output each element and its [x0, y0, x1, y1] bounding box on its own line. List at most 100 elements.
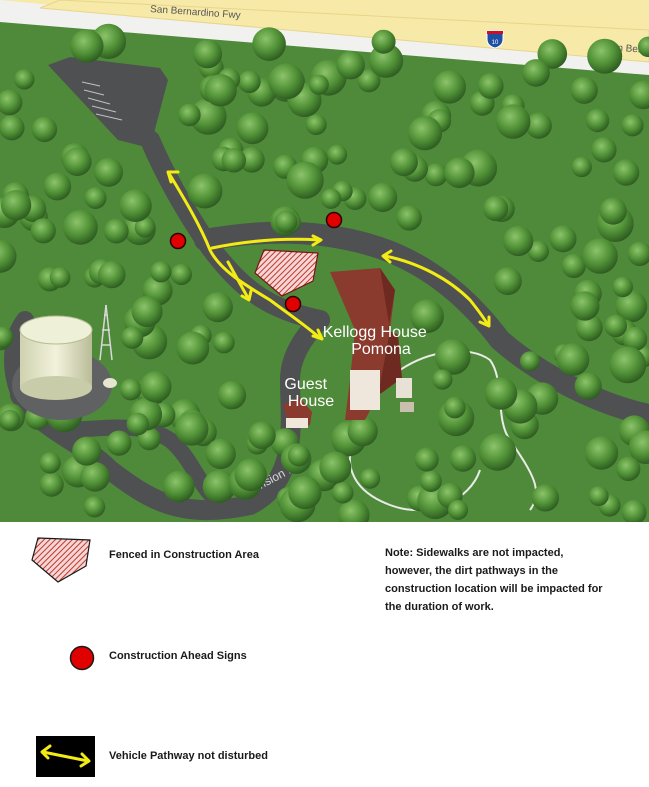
interstate-shield-icon: 10	[486, 30, 504, 49]
tree	[202, 470, 236, 503]
kellogg-house-label: Kellogg House Pomona	[323, 324, 432, 358]
tree	[103, 218, 129, 244]
tree	[49, 267, 71, 288]
tree	[94, 157, 123, 187]
tree	[359, 468, 381, 489]
tree	[420, 470, 442, 492]
tree	[39, 452, 61, 474]
tree	[174, 412, 209, 446]
tree	[30, 218, 56, 244]
tree	[587, 38, 623, 74]
tree	[0, 409, 21, 431]
tree	[134, 216, 156, 238]
tree	[336, 50, 365, 80]
tree	[83, 496, 106, 518]
tree	[204, 74, 237, 107]
tree	[213, 331, 235, 354]
tree	[268, 63, 305, 100]
tree	[305, 114, 327, 136]
tree	[70, 29, 104, 63]
tree	[549, 225, 577, 253]
vehicle-pathway-arrows	[166, 170, 491, 341]
tree	[72, 436, 102, 466]
tree	[591, 137, 617, 163]
legend-signs-label: Construction Ahead Signs	[109, 650, 247, 662]
tree	[193, 39, 223, 69]
tree	[615, 290, 648, 323]
tree	[444, 396, 466, 419]
tree	[407, 116, 443, 151]
tree	[571, 156, 592, 178]
tree	[140, 371, 172, 403]
tree	[448, 499, 468, 520]
tree	[449, 445, 477, 472]
tree	[629, 80, 649, 110]
tree	[170, 263, 192, 285]
tree	[599, 197, 627, 225]
guest-house-label: Guest House	[284, 376, 334, 410]
tree	[531, 484, 560, 512]
tree	[435, 339, 471, 375]
tree	[627, 241, 649, 266]
construction-sign-symbol-icon	[69, 645, 95, 671]
tree	[432, 70, 466, 104]
tree	[588, 486, 609, 506]
tree	[369, 43, 404, 78]
tree	[331, 481, 354, 504]
tree	[176, 331, 210, 365]
tree	[320, 188, 342, 209]
tree	[63, 209, 98, 245]
tree	[371, 29, 396, 54]
tree	[582, 238, 618, 274]
tree	[493, 267, 522, 296]
parking-lot	[48, 57, 168, 148]
tree	[239, 147, 265, 173]
tree	[121, 326, 144, 349]
water-tank	[12, 315, 117, 420]
tree	[131, 296, 163, 327]
tree	[612, 276, 633, 298]
tree	[525, 112, 552, 139]
tree	[410, 299, 444, 334]
site-map: San Bernardino Fwy San Berna 10 Mansion …	[0, 0, 649, 522]
tree	[63, 147, 92, 176]
fenced-construction-area	[254, 249, 319, 297]
tree	[484, 377, 518, 410]
tree	[432, 369, 453, 390]
svg-text:10: 10	[492, 40, 499, 46]
tree	[0, 115, 25, 141]
tree	[0, 89, 23, 116]
tree	[39, 472, 64, 497]
tree	[202, 292, 233, 323]
tree	[327, 144, 348, 165]
tree	[126, 412, 149, 436]
tree	[357, 69, 381, 93]
tree	[621, 499, 647, 522]
tree	[234, 458, 267, 492]
tree	[604, 314, 628, 338]
tree	[0, 190, 32, 221]
tree	[612, 159, 640, 186]
construction-sign-marker	[284, 295, 302, 313]
construction-sign-marker	[325, 211, 343, 229]
tree	[287, 444, 310, 467]
tree	[389, 148, 418, 177]
tree	[205, 438, 236, 469]
tree	[31, 116, 58, 143]
kellogg-house-building	[330, 268, 414, 420]
tree	[477, 73, 504, 99]
legend-fenced-label: Fenced in Construction Area	[109, 549, 259, 561]
tree	[616, 456, 641, 481]
tree	[396, 205, 422, 231]
tree	[570, 291, 600, 321]
tree	[444, 157, 475, 188]
tree	[190, 98, 227, 135]
tree	[236, 112, 269, 145]
tree	[150, 261, 172, 283]
tree	[98, 260, 126, 289]
tree	[106, 430, 132, 456]
fenced-area-symbol-icon	[31, 537, 91, 583]
tree	[80, 462, 110, 492]
tree	[622, 326, 648, 352]
tree	[0, 326, 14, 349]
